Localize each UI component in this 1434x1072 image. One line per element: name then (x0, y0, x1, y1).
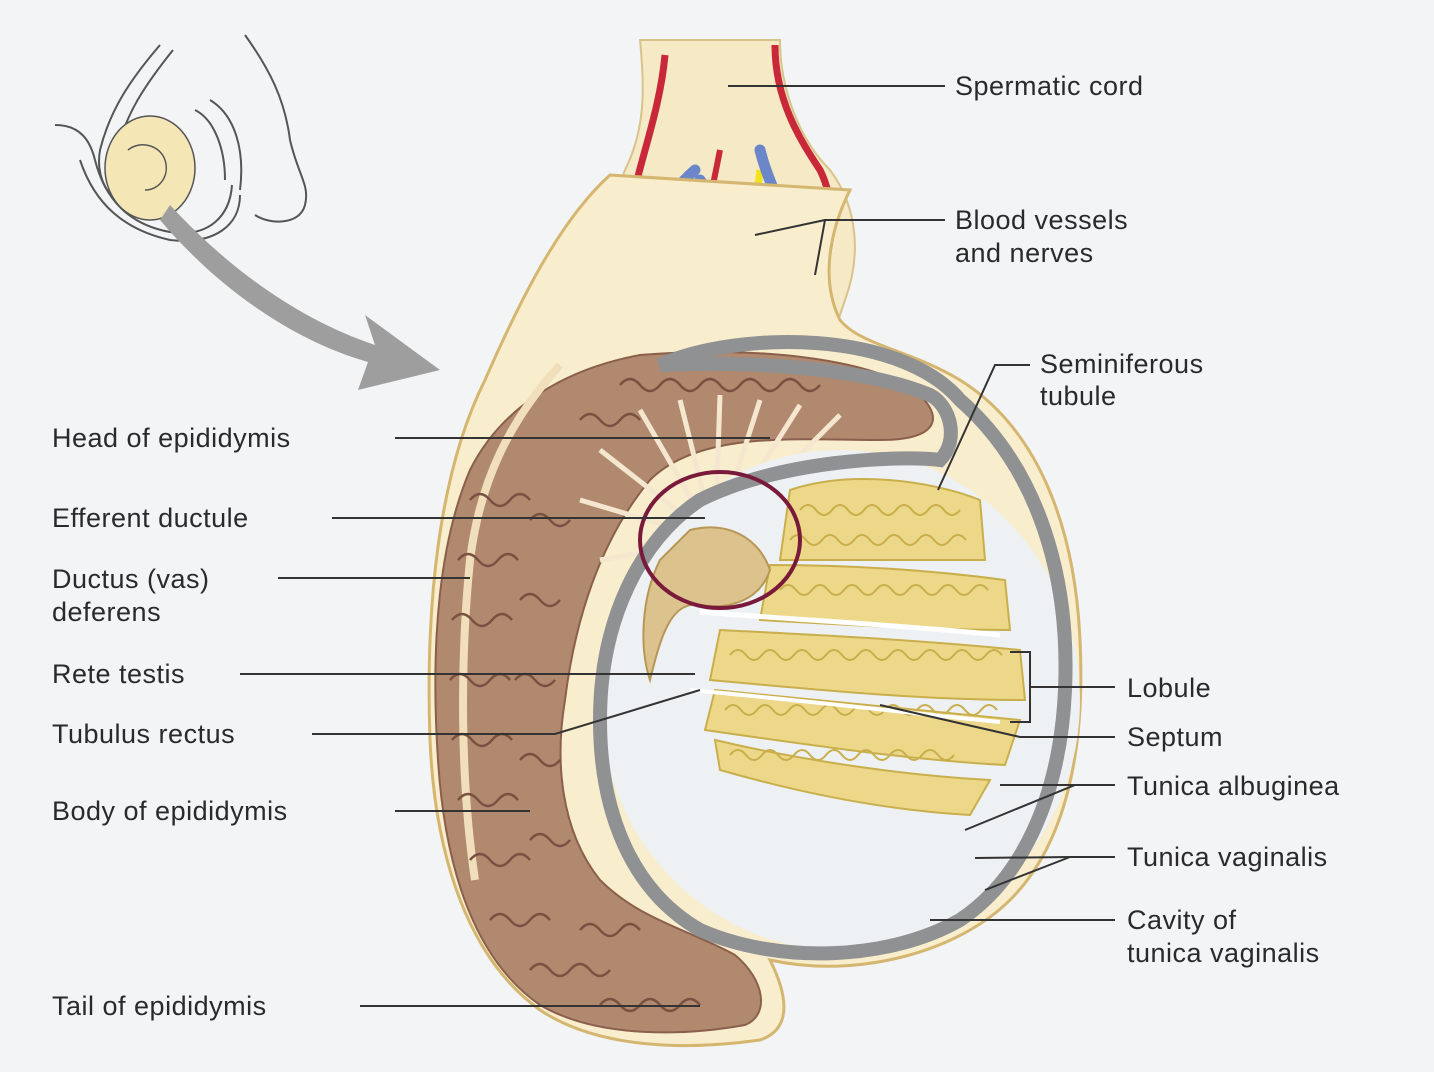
label-efferent-ductule: Efferent ductule (52, 502, 249, 535)
label-ductus-1: Ductus (vas) (52, 563, 210, 596)
label-septum: Septum (1127, 721, 1223, 754)
label-body-epididymis: Body of epididymis (52, 795, 288, 828)
label-seminiferous-1: Seminiferous (1040, 348, 1204, 381)
inset-testis (105, 116, 195, 220)
label-spermatic-cord: Spermatic cord (955, 70, 1144, 103)
label-tunica-albuginea: Tunica albuginea (1127, 770, 1340, 803)
label-tunica-vaginalis: Tunica vaginalis (1127, 841, 1328, 874)
label-cavity-2: tunica vaginalis (1127, 937, 1320, 970)
label-cavity-1: Cavity of (1127, 904, 1237, 937)
label-seminiferous-2: tubule (1040, 380, 1117, 413)
label-tubulus-rectus: Tubulus rectus (52, 718, 235, 751)
label-blood-vessels-2: and nerves (955, 237, 1094, 270)
label-blood-vessels-1: Blood vessels (955, 204, 1128, 237)
label-head-epididymis: Head of epididymis (52, 422, 291, 455)
zoom-arrow (160, 205, 440, 390)
label-rete-testis: Rete testis (52, 658, 185, 691)
label-ductus-2: deferens (52, 596, 161, 629)
label-lobule: Lobule (1127, 672, 1211, 705)
label-tail-epididymis: Tail of epididymis (52, 990, 267, 1023)
